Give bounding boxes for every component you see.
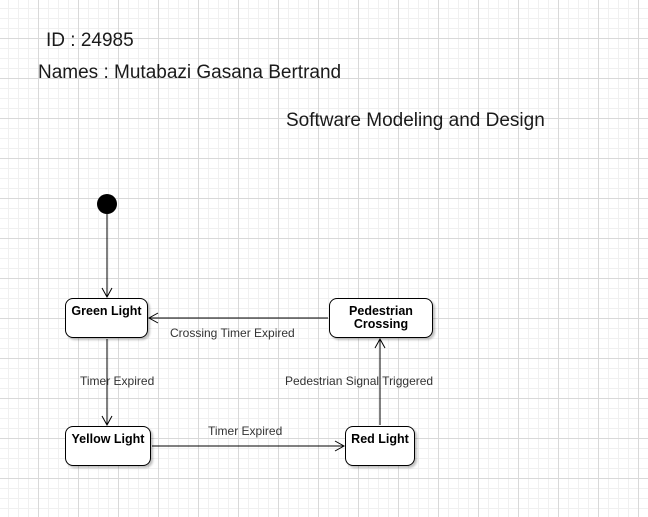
state-green-light-label: Green Light — [71, 304, 142, 318]
course-title-text: Software Modeling and Design — [286, 110, 545, 131]
state-pedestrian-label-line1: Pedestrian — [349, 304, 413, 318]
state-yellow-light[interactable]: Yellow Light — [65, 426, 151, 466]
state-green-light[interactable]: Green Light — [65, 298, 148, 338]
state-yellow-light-label: Yellow Light — [71, 432, 145, 446]
student-id-text: ID : 24985 — [46, 30, 134, 51]
green-to-yellow-label: Timer Expired — [80, 374, 154, 388]
yellow-to-red-label: Timer Expired — [208, 424, 282, 438]
pedestrian-to-green-label: Crossing Timer Expired — [170, 326, 295, 340]
state-red-light[interactable]: Red Light — [345, 426, 415, 466]
red-to-pedestrian-label: Pedestrian Signal Triggered — [285, 374, 433, 388]
state-red-light-label: Red Light — [351, 432, 409, 446]
student-names-text: Names : Mutabazi Gasana Bertrand — [38, 62, 342, 83]
state-pedestrian-label-line2: Crossing — [353, 317, 409, 331]
initial-state-node[interactable] — [97, 194, 117, 214]
state-pedestrian-crossing[interactable]: Pedestrian Crossing — [329, 298, 433, 338]
